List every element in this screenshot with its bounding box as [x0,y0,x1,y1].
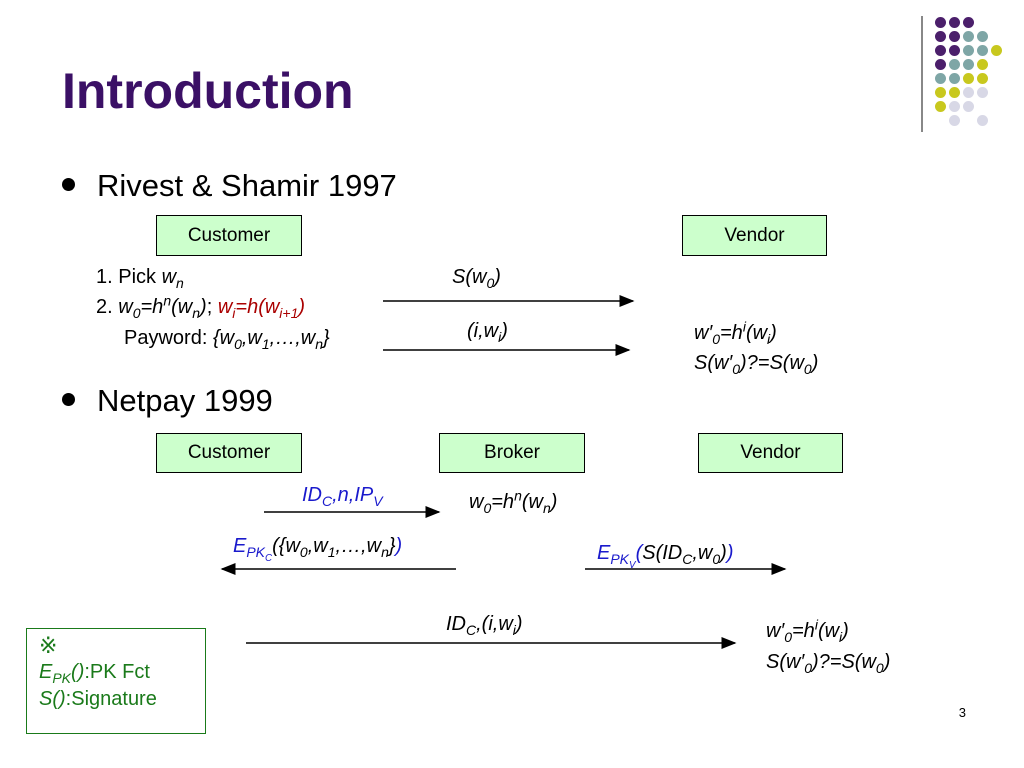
note-line-epk: EPK():PK Fct [39,661,150,686]
step-2-prefix: 2. [96,296,119,318]
payword-line: Payword: {w0,w1,…,wn} [124,327,330,352]
deco-dot [935,87,946,98]
note-line-epk-suffix: :PK Fct [84,661,150,683]
deco-dot [949,59,960,70]
deco-dot [949,17,960,28]
deco-dot [949,101,960,112]
step-2: 2. w0=hn(wn); wi=h(wi+1) [96,292,306,321]
slide-title: Introduction [62,63,354,119]
customer-box-2: Customer [156,433,302,473]
page-number: 3 [958,705,966,720]
bullet-dot [62,178,75,192]
customer-box: Customer [156,215,302,256]
deco-dot [935,31,946,42]
bullet-rivest-shamir: Rivest & Shamir 1997 [62,168,397,204]
step-1: 1. Pick wn [96,266,184,291]
deco-dot [949,115,960,126]
deco-dot [977,59,988,70]
deco-dot [977,73,988,84]
deco-dot [977,45,988,56]
vendor-check-3: w′0=hi(wi) [766,616,849,645]
bullet-dot [62,393,75,407]
deco-dot [949,73,960,84]
vendor-check-2: S(w′0)?=S(w0) [694,352,819,377]
bullet-text: Rivest & Shamir 1997 [97,168,397,203]
deco-dot [963,17,974,28]
deco-dot [935,45,946,56]
msg-enc-customer: EPKC({w0,w1,…,wn}) [233,535,403,564]
legend-note: ※ EPK():PK Fct S():Signature [26,628,206,734]
deco-dot [949,31,960,42]
deco-dot [977,115,988,126]
note-line-sig: S():Signature [39,688,157,710]
deco-dot [935,101,946,112]
msg-payment: IDC,(i,wi) [446,613,523,638]
deco-dot [963,87,974,98]
msg-enc-vendor: EPKV(S(IDC,w0)) [597,542,734,571]
msg-id-n-ip: IDC,n,IPV [302,484,383,509]
broker-box: Broker [439,433,585,473]
deco-divider [921,16,923,132]
vendor-check-4: S(w′0)?=S(w0) [766,651,891,676]
deco-dot [963,73,974,84]
deco-dot [963,31,974,42]
deco-dot [963,59,974,70]
note-symbol: ※ [39,633,58,658]
step-1-prefix: 1. Pick [96,266,162,288]
deco-dot [935,73,946,84]
deco-dot [949,45,960,56]
deco-dot [935,59,946,70]
deco-dot [963,101,974,112]
bullet-text: Netpay 1999 [97,383,273,418]
deco-dot [991,45,1002,56]
vendor-box: Vendor [682,215,827,256]
bullet-netpay: Netpay 1999 [62,383,273,419]
deco-dot [977,31,988,42]
deco-dot [949,87,960,98]
msg-index-wi: (i,wi) [467,320,508,345]
note-line-sig-suffix: :Signature [65,688,157,710]
vendor-box-2: Vendor [698,433,843,473]
deco-dot [977,87,988,98]
deco-dot [963,45,974,56]
broker-compute-w0: w0=hn(wn) [469,487,558,516]
deco-dot [935,17,946,28]
vendor-check-1: w′0=hi(wi) [694,318,777,347]
payword-prefix: Payword: [124,327,213,349]
msg-signature-w0: S(w0) [452,266,501,291]
